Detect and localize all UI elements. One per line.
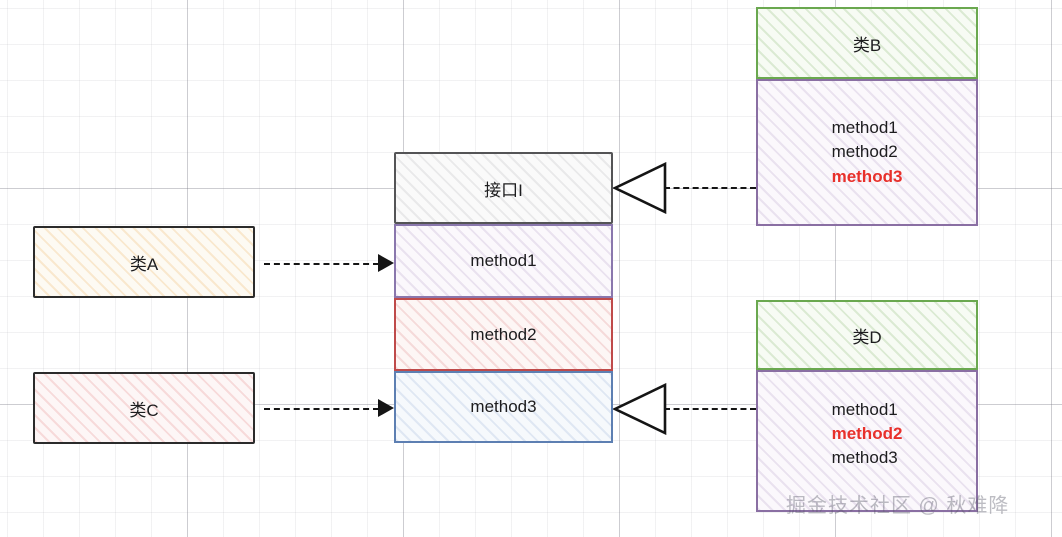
connector-a-arrowhead-icon: [378, 254, 394, 272]
interface-name-label: 接口I: [484, 180, 523, 200]
class-box-a[interactable]: 类A: [33, 226, 255, 298]
class-d-header[interactable]: 类D: [756, 300, 978, 370]
class-d-method-2: method2: [831, 423, 903, 443]
connector-b-line: [664, 187, 756, 189]
watermark-text: 掘金技术社区 @ 秋难降: [786, 495, 1010, 517]
hollow-triangle-icon-top: [613, 162, 667, 214]
interface-method2-label: method2: [470, 324, 537, 344]
interface-method2-row[interactable]: method2: [394, 298, 613, 371]
class-b-method-1: method1: [831, 118, 898, 138]
class-box-b: 类B method1 method2 method3: [756, 7, 978, 226]
class-c-label: 类C: [129, 400, 159, 420]
connector-a-line: [264, 263, 379, 265]
class-a-label: 类A: [129, 254, 159, 274]
class-b-body[interactable]: method1 method2 method3: [756, 79, 978, 226]
class-d-method-1: method1: [831, 399, 898, 419]
class-box-c[interactable]: 类C: [33, 372, 255, 444]
interface-method3-row[interactable]: method3: [394, 371, 613, 443]
class-d-body[interactable]: method1 method2 method3: [756, 370, 978, 512]
class-b-method-list: method1 method2 method3: [832, 116, 903, 188]
connector-c-line: [264, 408, 379, 410]
class-b-method-3: method3: [831, 166, 903, 186]
interface-method1-label: method1: [470, 251, 537, 270]
connector-d-line: [664, 408, 756, 410]
interface-box: 接口I method1 method2 method3: [394, 152, 613, 443]
hollow-triangle-icon-bottom: [613, 383, 667, 435]
connector-c-arrowhead-icon: [378, 399, 394, 417]
class-b-name-label: 类B: [852, 35, 882, 55]
interface-method3-label: method3: [470, 397, 537, 416]
interface-method1-row[interactable]: method1: [394, 224, 613, 298]
class-d-method-list: method1 method2 method3: [832, 398, 903, 470]
class-b-header[interactable]: 类B: [756, 7, 978, 79]
class-box-d: 类D method1 method2 method3: [756, 300, 978, 512]
class-d-method-3: method3: [831, 448, 898, 468]
class-d-name-label: 类D: [852, 327, 882, 347]
interface-header[interactable]: 接口I: [394, 152, 613, 224]
class-b-method-2: method2: [831, 142, 898, 162]
